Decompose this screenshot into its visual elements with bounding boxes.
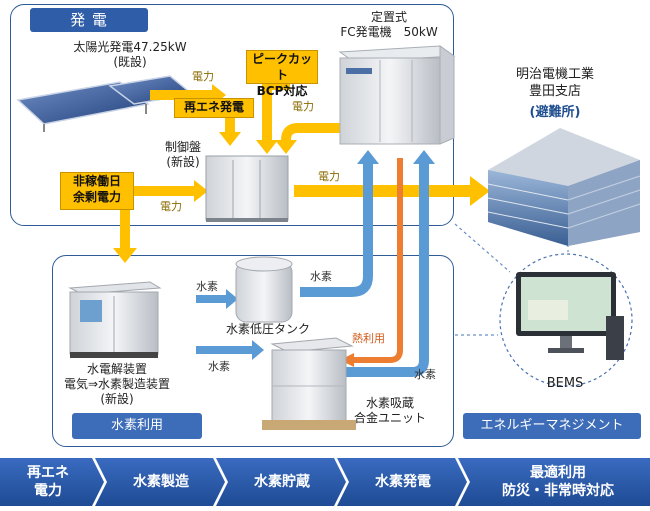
power-label-solar: 電力: [192, 70, 214, 83]
building-label: 明治電機工業 豊田支店 (避難所): [480, 66, 630, 121]
alloy-line2: 合金ユニット: [353, 411, 426, 425]
step-optimal-use: 最適利用防災・非常時対応: [468, 458, 648, 506]
fc-label-line2: FC発電機 50kW: [340, 25, 438, 39]
renewable-box: 再エネ発電: [174, 98, 254, 118]
power-label-holiday: 電力: [160, 200, 182, 213]
fc-label: 定置式 FC発電機 50kW: [326, 10, 452, 40]
building-label-line2: 豊田支店: [528, 84, 581, 99]
step5-line1: 最適利用: [530, 465, 586, 481]
building-label-line3: (避難所): [529, 105, 581, 120]
fc-label-line1: 定置式: [370, 10, 407, 24]
generation-tag: 発 電: [30, 8, 148, 32]
hydrogen-label-4: 水素: [414, 368, 436, 381]
electrolyzer-image: [68, 281, 162, 358]
step5-line2: 防災・非常時対応: [502, 483, 614, 499]
alloy-unit-image: [262, 337, 356, 430]
power-label-building: 電力: [318, 170, 340, 183]
peak-cut-line1: ピークカット: [251, 52, 312, 82]
holiday-surplus-box: 非稼働日 余剰電力: [60, 172, 134, 210]
solar-label: 太陽光発電47.25kW (既設): [50, 40, 210, 70]
building-label-line1: 明治電機工業: [515, 67, 594, 82]
peak-cut-line2: BCP対応: [256, 84, 308, 98]
tank-label: 水素低圧タンク: [225, 322, 310, 336]
solar-label-line1: 太陽光発電47.25kW: [73, 40, 187, 54]
control-label: 制御盤 (新設): [148, 140, 218, 170]
step-hydrogen-production: 水素製造: [104, 458, 218, 506]
step1-line2: 電力: [34, 483, 62, 499]
step3-line1: 水素貯蔵: [254, 474, 310, 490]
bems-monitor-image: [516, 272, 624, 360]
heat-arrow: [340, 158, 403, 367]
holiday-line1: 非稼働日: [72, 174, 121, 188]
control-label-line2: (新設): [166, 155, 200, 169]
step4-line1: 水素発電: [375, 474, 431, 490]
step-hydrogen-generation: 水素発電: [346, 458, 460, 506]
hydrogen-arrows: [196, 150, 435, 377]
hydrogen-label-2: 水素: [208, 360, 230, 373]
solar-label-line2: (既設): [113, 55, 147, 69]
step-hydrogen-storage: 水素貯蔵: [225, 458, 339, 506]
solar-panel-image: [16, 75, 194, 132]
electrolyzer-line1: 水電解装置: [86, 362, 147, 376]
fc-generator-image: [338, 45, 456, 145]
alloy-label: 水素吸蔵 合金ユニット: [350, 396, 430, 426]
power-label-fc: 電力: [292, 100, 314, 113]
hydrogen-label-1: 水素: [196, 280, 218, 293]
peak-cut-box: ピークカット BCP対応: [246, 50, 318, 98]
power-arrows: [113, 80, 490, 263]
step-renewable-power: 再エネ電力: [0, 458, 96, 506]
electrolyzer-line2: 電気⇒水素製造装置: [63, 377, 171, 391]
hydrogen-label-3: 水素: [310, 270, 332, 283]
control-label-line1: 制御盤: [164, 140, 201, 154]
bems-label: BEMS: [546, 376, 584, 391]
process-step-bar: [0, 458, 650, 506]
holiday-line2: 余剰電力: [72, 190, 121, 204]
building-image: [487, 128, 641, 246]
control-panel-image: [205, 155, 289, 222]
heat-label: 熱利用: [352, 332, 385, 345]
hydrogen-use-tag: 水素利用: [72, 413, 202, 439]
energy-management-tag: エネルギーマネジメント: [463, 413, 641, 439]
electrolyzer-line3: (新設): [100, 392, 134, 406]
alloy-line1: 水素吸蔵: [365, 396, 414, 410]
hydrogen-tank-image: [235, 256, 293, 323]
step2-line1: 水素製造: [133, 474, 189, 490]
electrolyzer-label: 水電解装置 電気⇒水素製造装置 (新設): [52, 362, 182, 407]
step1-line1: 再エネ: [27, 465, 69, 481]
